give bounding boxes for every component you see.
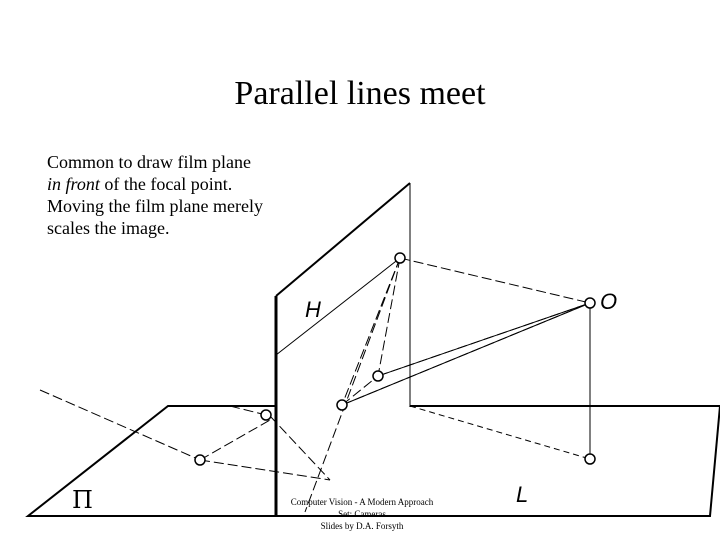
footer-line-3: Slides by D.A. Forsyth [320, 521, 404, 531]
image-point-2 [336, 399, 348, 411]
projection-line-2 [341, 302, 591, 406]
vanishing-point [394, 252, 406, 264]
horizon-line [275, 257, 401, 356]
footer-line-1: Computer Vision - A Modern Approach [290, 497, 434, 507]
label-L: L [516, 482, 529, 507]
film-plane-top-edge [275, 182, 411, 297]
ground-point-2 [260, 409, 272, 421]
film-plane-fill [276, 183, 410, 516]
slide-body-text: Common to draw film plane in front of th… [47, 151, 307, 239]
label-Pi: Π [72, 486, 93, 514]
image-point-1 [372, 370, 384, 382]
body-line-3: Moving the film plane merely [47, 196, 263, 216]
body-emphasis: in front [47, 174, 100, 194]
label-H: H [305, 297, 321, 322]
foot-point-L [584, 453, 596, 465]
body-line-2-rest: of the focal point. [99, 174, 233, 194]
body-line-4: scales the image. [47, 218, 170, 238]
projection-line-1 [377, 302, 591, 377]
slide-title: Parallel lines meet [234, 75, 486, 112]
base-dashed-line [409, 405, 591, 460]
body-line-1: Common to draw film plane [47, 152, 251, 172]
slide-footer: Computer Vision - A Modern Approach Set:… [262, 496, 462, 532]
diagram-points [194, 252, 596, 466]
ground-point-1 [194, 454, 206, 466]
ground-plane [25, 405, 720, 517]
focal-point-O [584, 297, 596, 309]
label-O: O [600, 289, 618, 314]
footer-line-2: Set: Cameras [338, 509, 386, 519]
body-line-2: in front of the focal point. [47, 173, 307, 195]
